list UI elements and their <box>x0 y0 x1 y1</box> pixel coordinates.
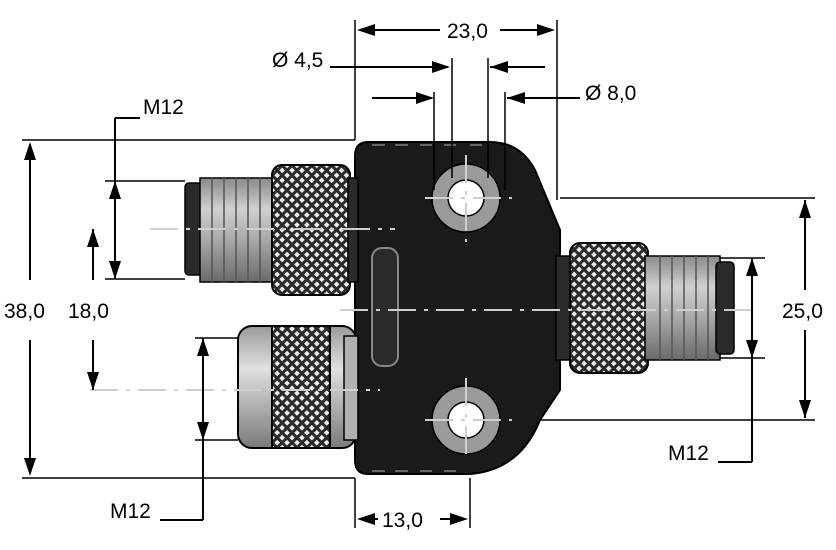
dim-height-total: 38,0 <box>4 300 45 323</box>
dim-pitch-left: 18,0 <box>68 300 109 323</box>
connector-bottom-left <box>237 325 359 449</box>
dim-offset-bottom: 13,0 <box>382 509 423 532</box>
dim-width-top: 23,0 <box>447 20 488 43</box>
body-top-highlight <box>372 144 482 472</box>
dim-pitch-right: 25,0 <box>782 300 823 323</box>
label-slot <box>371 247 399 367</box>
connector-right <box>555 242 735 374</box>
thread-bottom-left: M12 <box>110 500 151 523</box>
dim-hole-large: Ø 8,0 <box>585 82 636 105</box>
dim-hole-small: Ø 4,5 <box>272 49 323 72</box>
thread-top-left: M12 <box>143 96 184 119</box>
dimension-lines <box>22 20 815 528</box>
center-lines <box>90 155 760 462</box>
thread-right: M12 <box>668 442 709 465</box>
connector-body <box>354 141 561 475</box>
